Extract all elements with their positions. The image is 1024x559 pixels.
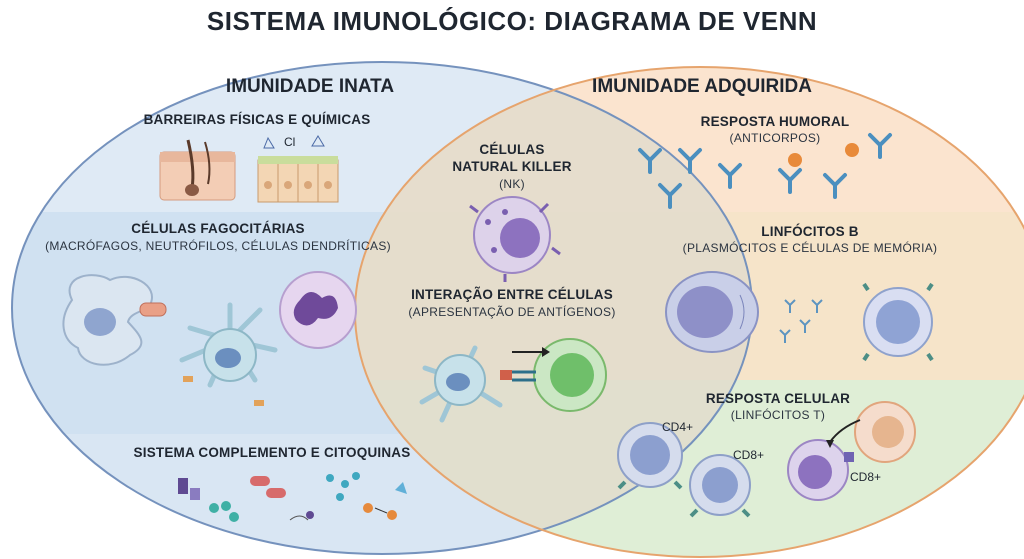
antibody-icons	[638, 133, 892, 209]
epithelium-barrier-icon	[257, 135, 339, 203]
skin-barrier-icon	[159, 139, 236, 201]
memory-b-cell-icon	[862, 282, 934, 362]
bcells-subtitle: (PLASMÓCITOS E CÉLULAS DE MEMÓRIA)	[682, 241, 938, 255]
antigen-presenting-cell-icon	[419, 345, 512, 423]
cellular-subtitle: (LINFÓCITOS T)	[730, 408, 826, 422]
cd4-label: CD4+	[662, 420, 694, 434]
macrophage-icon	[62, 274, 167, 366]
barriers-title: BARREIRAS FÍSICAS E QUÍMICAS	[143, 112, 371, 127]
cd8-t-cell-icon	[689, 454, 751, 518]
phagocytes-subtitle: (MACRÓFAGOS, NEUTRÓFILOS, CÉLULAS DENDRÍ…	[45, 239, 391, 253]
nk-title-line1: CÉLULAS	[479, 142, 545, 157]
humoral-title: RESPOSTA HUMORAL	[700, 114, 850, 129]
nk-subtitle: (NK)	[499, 177, 525, 191]
cytotoxic-interaction-icon	[787, 401, 916, 501]
complement-title: SISTEMA COMPLEMENTO E CITOQUINAS	[133, 445, 411, 460]
t-cell-interaction-icon	[512, 338, 607, 412]
nk-title-line2: NATURAL KILLER	[452, 159, 572, 174]
nk-cell-icon	[469, 196, 561, 282]
interaction-subtitle: (APRESENTAÇÃO DE ANTÍGENOS)	[408, 305, 616, 319]
neutrophil-icon	[279, 271, 357, 349]
cd4-t-cell-icon	[617, 422, 683, 490]
antigen-icon	[845, 143, 859, 157]
phagocytes-title: CÉLULAS FAGOCITÁRIAS	[131, 221, 305, 236]
page-title: SISTEMA IMUNOLÓGICO: DIAGRAMA DE VENN	[206, 6, 818, 36]
bcells-title: LINFÓCITOS B	[761, 224, 859, 239]
innate-heading: IMUNIDADE INATA	[225, 76, 395, 97]
humoral-subtitle: (ANTICORPOS)	[729, 131, 821, 145]
adaptive-heading: IMUNIDADE ADQUIRIDA	[592, 76, 812, 97]
cd8-label-cytotoxic: CD8+	[850, 470, 882, 484]
plasma-cell-icon	[665, 271, 823, 353]
dendritic-cell-icon	[179, 302, 278, 406]
cellular-title: RESPOSTA CELULAR	[705, 391, 851, 406]
complement-proteins-icon	[178, 472, 407, 522]
chem-label: Cl	[284, 135, 296, 149]
cd8-label: CD8+	[733, 448, 765, 462]
interaction-title: INTERAÇÃO ENTRE CÉLULAS	[411, 287, 613, 302]
antigen-icon	[788, 153, 802, 167]
